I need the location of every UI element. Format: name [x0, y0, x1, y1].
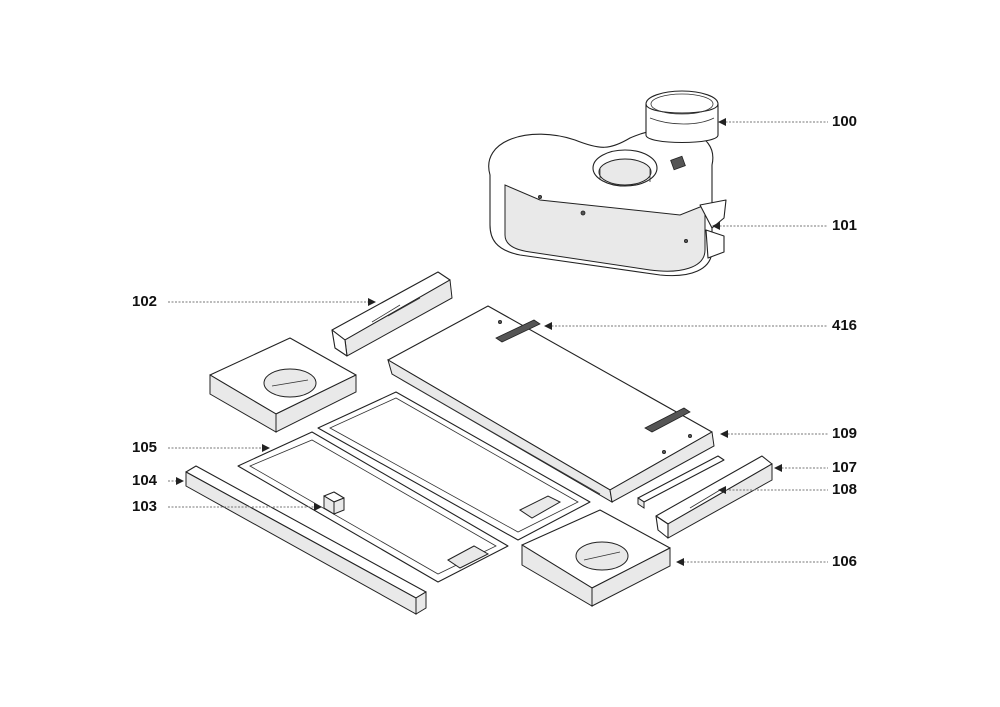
leader-lines: [168, 118, 828, 566]
callout-101: 101: [832, 217, 858, 234]
part-104-trim-bar: [185, 465, 427, 615]
callout-416: 416: [832, 317, 858, 334]
part-103-bracket-block: [323, 491, 345, 515]
callout-100: 100: [832, 113, 858, 130]
callout-106: 106: [832, 553, 858, 570]
part-101-blower-housing: [488, 128, 727, 277]
callout-105: 105: [132, 439, 158, 456]
part-107-side-rail: [655, 455, 773, 539]
part-102-side-rail: [331, 271, 453, 357]
callout-102: 102: [132, 293, 158, 310]
part-109-chassis-plate: [387, 305, 715, 503]
callout-108: 108: [832, 481, 858, 498]
part-105-filter-frame: [237, 431, 509, 583]
callout-109: 109: [832, 425, 858, 442]
part-100-exhaust-collar: [645, 90, 719, 144]
part-filter-tray-left: [209, 337, 357, 433]
callout-104: 104: [132, 472, 158, 489]
callout-103: 103: [132, 498, 158, 515]
part-filter-frame-rear: [317, 391, 591, 541]
part-106-filter-tray-right: [521, 509, 671, 607]
part-108-slide-strip: [637, 455, 725, 509]
callout-107: 107: [832, 459, 858, 476]
